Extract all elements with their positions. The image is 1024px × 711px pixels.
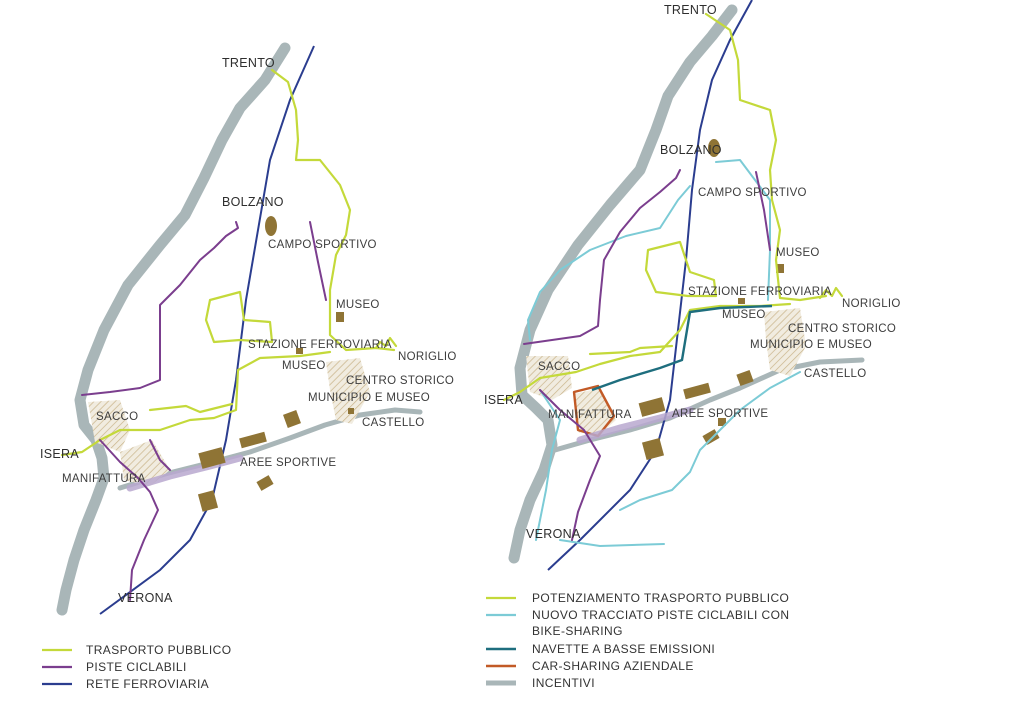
left-building (348, 408, 354, 414)
right-label-centro-storico: CENTRO STORICO (788, 323, 896, 335)
left-museo-building (336, 312, 344, 322)
right-label-castello: CASTELLO (804, 368, 866, 380)
right-public-transport (644, 240, 718, 298)
right-label-verona: VERONA (526, 527, 581, 541)
right-public-transport (588, 344, 674, 356)
right-sacco-area (526, 356, 572, 400)
left-railway (99, 45, 315, 615)
legend-label-incentivi: INCENTIVI (532, 676, 595, 690)
right-label-stazione: STAZIONE FERROVIARIA (688, 286, 832, 298)
right-label-municipio: MUNICIPIO E MUSEO (750, 339, 872, 351)
right-public-transport (704, 12, 828, 302)
left-label-verona: VERONA (118, 591, 173, 605)
right-river-branch (545, 357, 865, 455)
left-label-aree-sportive: AREE SPORTIVE (240, 457, 336, 469)
right-label-campo-sportivo: CAMPO SPORTIVO (698, 187, 807, 199)
right-label-bolzano: BOLZANO (660, 143, 722, 157)
right-bike-sharing (535, 389, 561, 541)
legend-label-nuovo-tracciato: NUOVO TRACCIATO PISTE CICLABILI CON (532, 608, 789, 622)
left-public-transport (148, 402, 234, 414)
right-bike-sharing (559, 539, 665, 547)
left-label-castello: CASTELLO (362, 417, 424, 429)
left-building (256, 475, 274, 491)
left-map: TRENTO BOLZANO CAMPO SPORTIVO MUSEO STAZ… (40, 42, 457, 691)
left-label-noriglio: NORIGLIO (398, 351, 457, 363)
left-label-sacco: SACCO (96, 411, 138, 423)
legend-label-bike-sharing: BIKE-SHARING (532, 624, 623, 638)
right-bike-sharing (527, 185, 691, 341)
left-bike-path (149, 439, 171, 471)
right-bike-sharing (619, 371, 801, 511)
left-bike-path (99, 439, 159, 601)
right-public-transport (502, 376, 542, 402)
legend-label-ferroviaria: RETE FERROVIARIA (86, 677, 209, 691)
legend-label-piste: PISTE CICLABILI (86, 660, 187, 674)
right-label-sacco: SACCO (538, 361, 580, 373)
right-bike-path (755, 171, 771, 251)
left-label-manifattura: MANIFATTURA (62, 473, 146, 485)
left-building (239, 431, 267, 449)
right-map: TRENTO BOLZANO CAMPO SPORTIVO MUSEO STAZ… (484, 0, 901, 690)
left-public-transport (60, 438, 102, 457)
left-bike-path (309, 221, 327, 301)
legend-label-potenziamento: POTENZIAMENTO TRASPORTO PUBBLICO (532, 591, 789, 605)
right-centro-area (764, 308, 806, 376)
right-legend: POTENZIAMENTO TRASPORTO PUBBLICO NUOVO T… (486, 591, 789, 690)
left-label-bolzano: BOLZANO (222, 195, 284, 209)
right-bike-path (523, 169, 681, 345)
left-label-campo-sportivo: CAMPO SPORTIVO (268, 239, 377, 251)
right-label-isera: ISERA (484, 393, 523, 407)
right-railway (547, 0, 753, 571)
right-label-museo2: MUSEO (722, 309, 766, 321)
left-label-museo2: MUSEO (282, 360, 326, 372)
left-sacco-area (88, 400, 130, 452)
right-label-noriglio: NORIGLIO (842, 298, 901, 310)
right-building (718, 418, 726, 426)
left-building (198, 447, 226, 469)
right-bike-path (539, 389, 601, 541)
right-label-museo: MUSEO (776, 247, 820, 259)
left-label-centro-storico: CENTRO STORICO (346, 375, 454, 387)
left-label-municipio: MUNICIPIO E MUSEO (308, 392, 430, 404)
left-river (56, 42, 291, 616)
left-label-stazione: STAZIONE FERROVIARIA (248, 339, 392, 351)
right-building (702, 429, 720, 445)
right-building (641, 437, 665, 461)
left-legend: TRASPORTO PUBBLICO PISTE CICLABILI RETE … (42, 643, 231, 691)
left-manifattura-area (120, 440, 170, 486)
right-public-transport (538, 302, 792, 380)
right-label-aree-sportive: AREE SPORTIVE (672, 408, 768, 420)
right-building (683, 382, 711, 400)
right-building (736, 369, 754, 387)
left-public-transport (374, 336, 398, 350)
left-public-transport (270, 68, 396, 352)
legend-label-trasporto: TRASPORTO PUBBLICO (86, 643, 231, 657)
right-museo-building (776, 264, 784, 273)
left-building (197, 490, 219, 512)
left-bolzano-building (265, 216, 277, 236)
right-museo2-building (738, 298, 745, 304)
legend-label-navette: NAVETTE A BASSE EMISSIONI (532, 642, 715, 656)
legend-label-car-sharing: CAR-SHARING AZIENDALE (532, 659, 694, 673)
left-label-trento: TRENTO (222, 56, 275, 70)
left-public-transport (98, 350, 332, 442)
left-public-transport (204, 290, 274, 344)
right-incentive-band (576, 406, 694, 444)
left-label-museo: MUSEO (336, 299, 380, 311)
right-shuttle (591, 304, 773, 392)
right-building (638, 397, 666, 417)
left-label-isera: ISERA (40, 447, 79, 461)
right-label-manifattura: MANIFATTURA (548, 409, 632, 421)
right-bolzano-building (708, 139, 720, 157)
right-public-transport (818, 286, 844, 300)
right-bike-sharing (715, 159, 771, 301)
left-centro-area (326, 358, 370, 424)
left-museo2-building (296, 348, 303, 354)
right-label-trento: TRENTO (664, 3, 717, 17)
left-building (283, 410, 301, 428)
left-bike-path (81, 221, 239, 396)
